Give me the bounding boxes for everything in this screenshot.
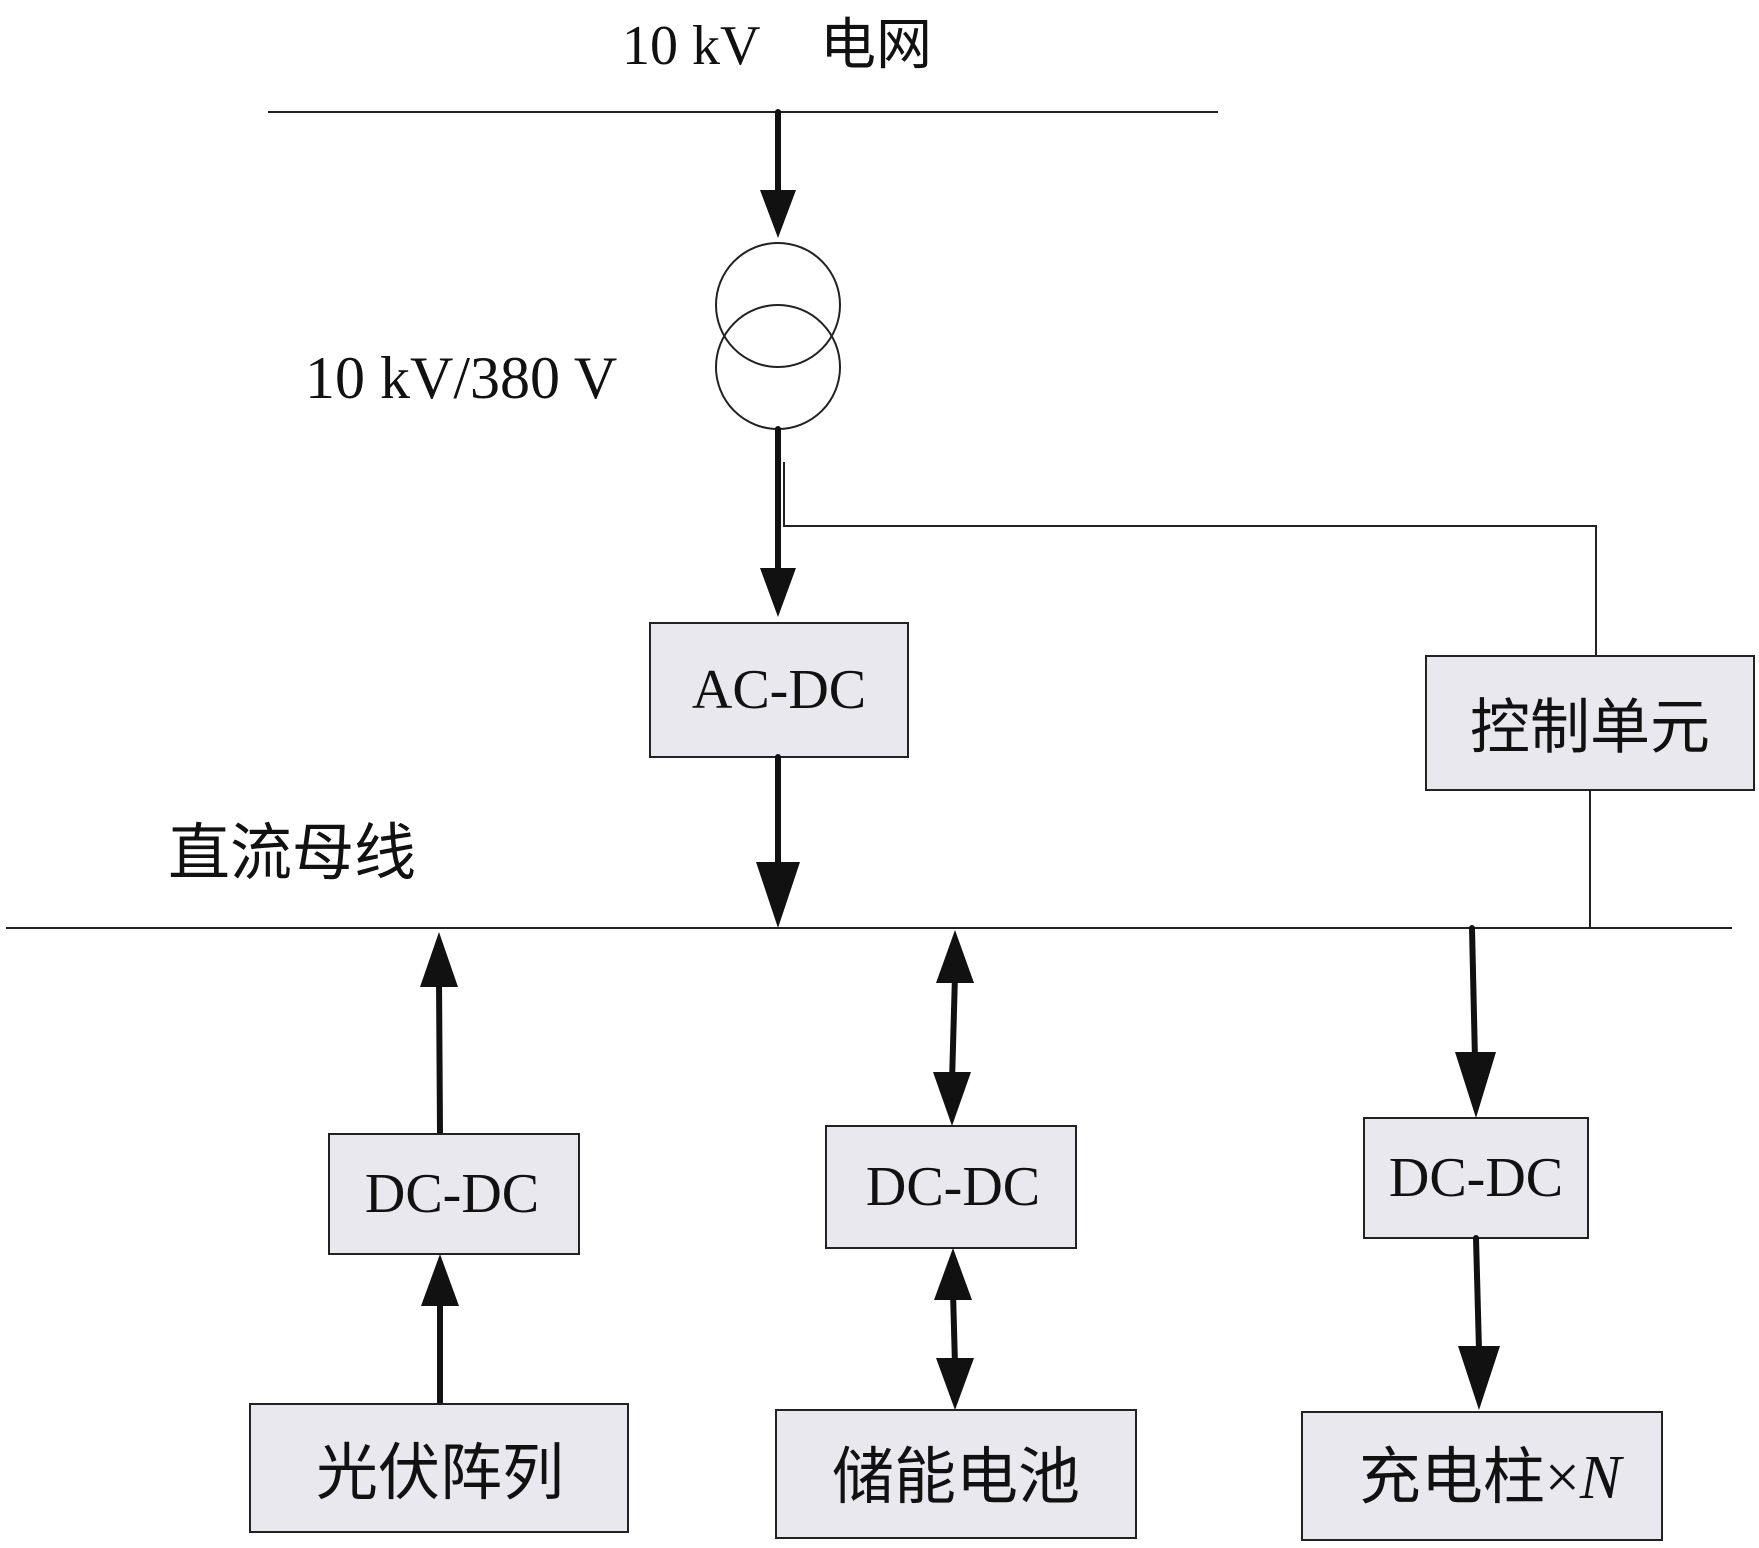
charging-pile-label: 充电柱×N: [1359, 1444, 1625, 1512]
grid-to-transformer-arrowhead: [760, 190, 796, 238]
charging-pile-count: N: [1579, 1444, 1625, 1512]
control-signal-wire-top: [783, 462, 1597, 656]
storage-battery-dcdc-arrowhead-down: [936, 1358, 974, 1410]
pv-array-box: [249, 1403, 629, 1533]
charging-pile-label-prefix: 充电柱×: [1359, 1444, 1580, 1512]
storage-dcdc-bus-line: [949, 972, 958, 1085]
storage-dcdc-converter-label: DC-DC: [866, 1156, 1040, 1218]
grid-name-label: 电网: [820, 15, 932, 77]
charger-dcdc-to-charger-line: [1473, 1235, 1482, 1353]
transformer-to-acdc-arrowhead: [760, 568, 796, 617]
charger-dcdc-converter-label: DC-DC: [1389, 1147, 1563, 1209]
storage-dcdc-converter-box: [825, 1125, 1077, 1249]
control-unit-label: 控制单元: [1470, 695, 1710, 761]
storage-battery-dcdc-arrowhead-up: [934, 1248, 972, 1300]
dc-bus-label: 直流母线: [168, 820, 416, 888]
acdc-converter-label: AC-DC: [692, 659, 866, 721]
pv-dcdc-converter-label: DC-DC: [365, 1163, 539, 1225]
storage-battery-label: 储能电池: [832, 1444, 1080, 1512]
pv-dcdc-to-bus-line: [436, 977, 443, 1136]
storage-dcdc-bus-arrowhead-down: [933, 1072, 971, 1126]
storage-dcdc-bus-arrowhead-up: [936, 930, 974, 983]
storage-battery-box: [775, 1409, 1137, 1539]
charging-pile-box: [1301, 1411, 1663, 1541]
control-unit-box: [1425, 655, 1755, 791]
pv-dcdc-converter-box: [328, 1133, 580, 1255]
storage-battery-dcdc-line: [950, 1289, 958, 1368]
charger-dcdc-to-charger-arrowhead: [1458, 1346, 1500, 1410]
acdc-converter-box: [649, 622, 909, 758]
pv-dcdc-to-bus-arrowhead: [420, 932, 458, 987]
transformer-primary-winding: [715, 242, 841, 368]
transformer-label: 10 kV/380 V: [305, 345, 617, 411]
pv-to-dcdc-arrowhead: [421, 1254, 459, 1306]
bus-to-charger-dcdc-line: [1469, 925, 1478, 1063]
grid-voltage-label: 10 kV: [622, 15, 760, 77]
pv-array-label: 光伏阵列: [316, 1440, 564, 1508]
acdc-to-bus-arrowhead: [756, 862, 800, 928]
bus-to-charger-dcdc-arrowhead: [1455, 1052, 1496, 1118]
